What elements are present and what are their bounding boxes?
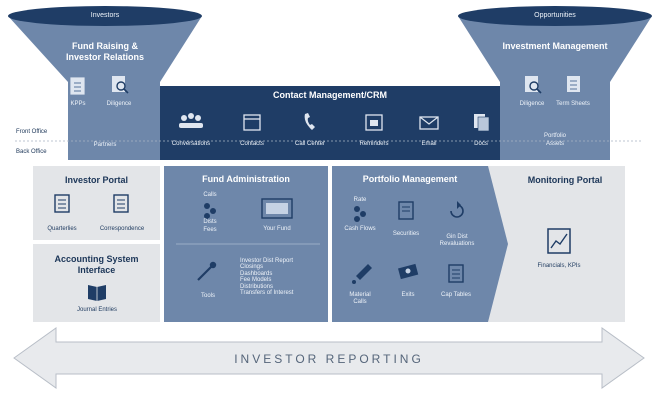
tool-item: Dashboards	[240, 270, 273, 277]
magnifier-icon	[112, 76, 129, 94]
portfolio-cash-flows: Cash Flows	[344, 226, 376, 232]
accounting-title-2: Interface	[77, 265, 116, 275]
portfolio-title: Portfolio Management	[362, 174, 458, 184]
fundraising-partners: Partners	[93, 142, 117, 148]
fundraising-item-diligence: Diligence	[106, 101, 132, 107]
portfolio-exits: Exits	[401, 292, 415, 298]
portfolio-panel	[332, 166, 488, 322]
investment-item-diligence: Diligence	[519, 101, 545, 107]
portfolio-chevron	[488, 166, 508, 322]
investors-label: Investors	[90, 12, 120, 19]
tool-item: Closings	[240, 264, 264, 271]
document-icon	[70, 77, 85, 95]
document-icon	[113, 194, 129, 213]
money-icon	[398, 263, 419, 280]
front-office-label: Front Office	[16, 129, 48, 135]
monitoring-financials: Financials, KPIs	[537, 263, 581, 269]
investor-portal-panel	[33, 166, 160, 240]
portfolio-material-calls: Material Calls	[349, 292, 371, 305]
monitoring-title: Monitoring Portal	[527, 175, 603, 185]
crm-title: Contact Management/CRM	[272, 90, 387, 100]
envelope-icon	[419, 116, 439, 130]
portfolio-securities: Securities	[392, 231, 420, 237]
crm-band	[132, 86, 528, 160]
document-icon	[567, 76, 580, 92]
right-funnel-top	[458, 6, 652, 26]
fund-admin-ledger: Your Fund	[263, 226, 291, 232]
magnifier-icon	[525, 76, 542, 94]
fundraising-title-1: Fund Raising &	[72, 41, 138, 51]
portfolio-revaluations: Gin Dist Revaluations	[439, 234, 475, 247]
fund-admin-calls: Calls	[203, 192, 217, 198]
back-office-label: Back Office	[16, 149, 47, 155]
crm-item-conversations: Conversations	[171, 141, 211, 147]
tool-item: Transfers of Interest	[240, 290, 294, 297]
investor-reporting-label: INVESTOR REPORTING	[234, 352, 424, 366]
portfolio-cap-tables: Cap Tables	[441, 292, 471, 298]
investment-title: Investment Management	[502, 41, 608, 51]
investment-portfolio-2: Assets	[545, 141, 564, 147]
investor-portal-title: Investor Portal	[64, 175, 129, 185]
reporting-arrow	[13, 327, 645, 389]
crm-item-email: Email	[421, 141, 437, 147]
flow-dots-icon	[204, 203, 216, 219]
wrench-icon	[197, 261, 217, 281]
flow-dots-icon	[354, 206, 366, 222]
rocket-icon	[352, 264, 372, 284]
table-icon	[448, 264, 464, 283]
fund-admin-tools: Tools	[200, 293, 215, 299]
fundraising-title-2: Investor Relations	[65, 52, 145, 62]
people-icon	[179, 113, 203, 128]
phone-icon	[304, 113, 315, 130]
fund-admin-tool-list: Investor Dist Report Closings Dashboards…	[240, 258, 324, 296]
accounting-journal-entries: Journal Entries	[76, 307, 118, 313]
fund-admin-title: Fund Administration	[202, 174, 290, 184]
tool-item: Investor Dist Report	[240, 258, 294, 264]
tool-item: Fee Models	[240, 277, 272, 284]
crm-item-call-center: Call Center	[294, 141, 325, 147]
refresh-icon	[450, 201, 464, 218]
fund-admin-dists: Dists	[203, 219, 217, 225]
fundraising-item-kpps: KPPs	[70, 101, 86, 107]
portfolio-rate: Rate	[353, 197, 367, 203]
ledger-icon	[261, 198, 293, 219]
tool-item: Distributions	[240, 283, 274, 290]
accounting-panel	[33, 244, 160, 322]
document-icon	[398, 201, 414, 220]
docs-icon	[474, 114, 490, 132]
accounting-title-1: Accounting System	[54, 254, 139, 264]
book-icon	[88, 285, 106, 301]
crm-item-reminders: Reminders	[359, 141, 389, 147]
left-funnel-top	[8, 6, 202, 26]
crm-item-contacts: Contacts	[240, 141, 264, 147]
investment-item-term-sheets: Term Sheets	[556, 101, 590, 107]
left-funnel	[8, 9, 202, 160]
opportunities-label: Opportunities	[534, 12, 576, 19]
investor-portal-quarterlies: Quarterlies	[47, 226, 77, 232]
calendar-icon	[243, 114, 261, 131]
fund-admin-fees: Fees	[203, 227, 217, 233]
reminder-icon	[365, 114, 383, 131]
monitoring-panel	[488, 166, 625, 322]
investor-portal-correspondence: Correspondence	[99, 226, 145, 232]
investment-portfolio-1: Portfolio	[543, 133, 566, 139]
crm-item-docs: Docs	[474, 141, 488, 147]
document-icon	[54, 194, 70, 213]
chart-icon	[547, 228, 571, 254]
right-funnel	[458, 9, 652, 160]
